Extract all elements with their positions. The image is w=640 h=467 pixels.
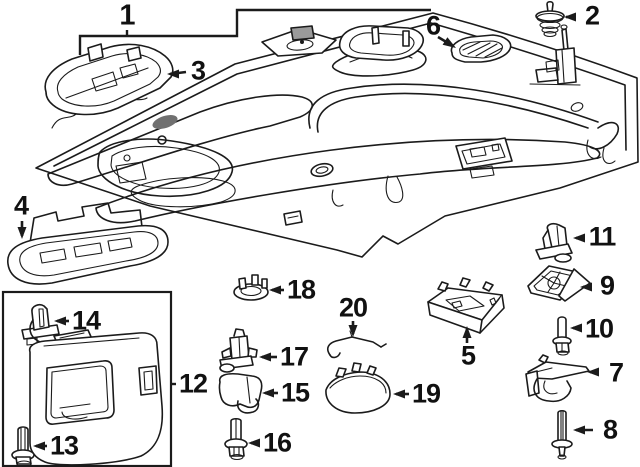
callout-8-arrow — [573, 425, 593, 435]
callout-17-arrow — [259, 352, 277, 362]
map-lamp-lens-drawing — [261, 25, 337, 57]
callout-7-label[interactable]: 7 — [608, 357, 624, 388]
callout-10-arrow — [570, 323, 582, 333]
part-3-lamp-housing-drawing — [44, 43, 174, 116]
sun-visor-drawing — [28, 319, 164, 466]
part-11-retainer-clip-drawing — [535, 223, 573, 263]
callout-12-label[interactable]: 12 — [178, 368, 208, 399]
callout-1-leader — [78, 8, 431, 55]
callout-20-label[interactable]: 20 — [338, 292, 368, 323]
part-4-overhead-console-drawing — [7, 202, 169, 285]
part-7-hook-assembly-drawing — [525, 354, 590, 403]
part-9-coat-hook-drawing — [527, 265, 591, 302]
callout-10-label[interactable]: 10 — [584, 313, 614, 344]
callout-16-label[interactable]: 16 — [262, 427, 292, 458]
callout-3-arrow — [167, 69, 187, 79]
callout-1-label[interactable]: 1 — [119, 0, 135, 32]
callout-19-arrow — [393, 389, 409, 399]
part-10-pin-drawing — [552, 316, 572, 356]
callout-11-arrow — [573, 233, 585, 243]
part-8-bolt-drawing — [551, 409, 573, 460]
part-12-sun-visor-box — [1, 290, 173, 467]
callout-19-label[interactable]: 19 — [411, 378, 441, 409]
callout-13-label[interactable]: 13 — [49, 430, 79, 461]
callout-18-label[interactable]: 18 — [286, 274, 316, 305]
headliner-panel-drawing — [35, 12, 639, 258]
callout-2-arrow — [564, 12, 576, 22]
part-15-hook-cover-drawing — [218, 372, 263, 414]
part-2-push-pin-drawing — [535, 0, 565, 38]
callout-14-arrow — [54, 316, 69, 326]
callout-8-label[interactable]: 8 — [602, 414, 618, 445]
callout-20-arrow — [348, 321, 358, 337]
callout-5-label[interactable]: 5 — [460, 340, 476, 371]
callout-5-arrow — [462, 326, 472, 343]
callout-15-arrow — [262, 388, 278, 398]
callout-9-arrow — [580, 282, 592, 292]
callout-18-arrow — [269, 285, 284, 295]
callout-3-label[interactable]: 3 — [190, 55, 206, 86]
callout-16-arrow — [248, 438, 260, 448]
callout-4-label[interactable]: 4 — [13, 190, 29, 221]
callout-7-arrow — [587, 367, 599, 377]
callout-6-arrow — [437, 35, 456, 48]
callout-14-label[interactable]: 14 — [71, 305, 101, 336]
callout-13-arrow — [33, 441, 47, 451]
callout-4-arrow — [17, 221, 27, 239]
callout-6-label[interactable]: 6 — [425, 10, 441, 41]
callout-17-label[interactable]: 17 — [279, 341, 309, 372]
overhead-bezel-frame-drawing — [338, 25, 424, 61]
part-19-lamp-lens-drawing — [325, 362, 391, 414]
part-16-screw-drawing — [224, 417, 248, 461]
callout-2-label[interactable]: 2 — [584, 0, 600, 31]
part-20-wire-clip-drawing — [327, 330, 387, 359]
roof-bracket-drawing — [529, 24, 581, 86]
part-17-retainer-clip-drawing — [219, 328, 258, 373]
part-18-retainer-drawing — [233, 274, 269, 301]
part-13-visor-screw-drawing — [11, 426, 35, 467]
part-5-dome-lamp-housing-drawing — [427, 277, 505, 334]
part-6-vent-bezel-drawing — [450, 34, 512, 63]
callout-15-label[interactable]: 15 — [280, 377, 310, 408]
callout-9-label[interactable]: 9 — [599, 270, 615, 301]
callout-11-label[interactable]: 11 — [588, 221, 617, 252]
part-14-visor-clip-drawing — [21, 304, 60, 346]
